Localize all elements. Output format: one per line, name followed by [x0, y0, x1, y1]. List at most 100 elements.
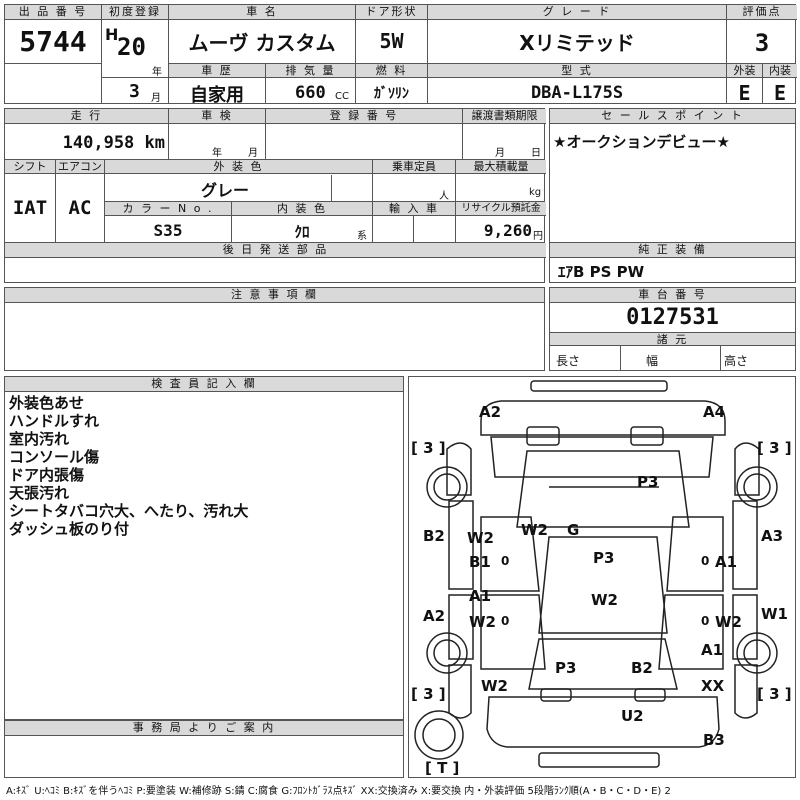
grade-label: グ レ ー ド: [428, 5, 726, 20]
damage-mark: A1: [701, 641, 723, 659]
damage-mark: A2: [479, 403, 501, 421]
damage-mark: W1: [761, 605, 788, 623]
damage-mark: A4: [703, 403, 725, 421]
int-color: ｸﾛ: [294, 223, 310, 241]
damage-mark: P3: [593, 549, 614, 567]
fuel-label: 燃 料: [356, 64, 427, 78]
damage-mark: 0: [701, 614, 709, 628]
int-color-unit: 系: [357, 231, 367, 242]
year-unit: 年: [152, 67, 162, 78]
width-label: 幅: [646, 354, 659, 368]
damage-mark: G: [567, 521, 579, 539]
month-unit: 月: [151, 93, 161, 104]
mileage: 140,958 km: [62, 133, 165, 153]
tire-front-left: [ 3 ]: [411, 439, 446, 457]
lot-number: 5744: [19, 25, 87, 58]
damage-mark: U2: [621, 707, 644, 725]
first-reg-year: 20: [117, 33, 146, 61]
grade: Xリミテッド: [519, 31, 635, 55]
recycle-label: リサイクル預託金: [456, 202, 546, 216]
damage-mark: A1: [715, 553, 737, 571]
damage-mark: W2: [467, 529, 494, 547]
model: DBA-L175S: [530, 83, 624, 103]
air-conditioner: AC: [68, 197, 92, 219]
door-type: 5W: [379, 29, 404, 53]
history: 自家用: [190, 85, 244, 106]
car-name-label: 車 名: [169, 5, 355, 20]
damage-mark: XX: [701, 677, 725, 695]
equipment: ｴｱB PS PW: [558, 263, 645, 281]
transfer-month-unit: 月: [495, 148, 505, 159]
damage-mark: W2: [715, 613, 742, 631]
recycle-deposit: 9,260: [483, 221, 532, 240]
header-box: 出 品 番 号 5744 初度登録 H 20 年 3 月 車 名 ムーヴ カスタ…: [4, 4, 797, 106]
legend: A:ｷｽﾞ U:ﾍｺﾐ B:ｷｽﾞを伴うﾍｺﾐ P:要塗装 W:補修跡 S:錆 …: [6, 786, 671, 797]
sales-point-label: セ ー ル ス ポ イ ン ト: [550, 109, 795, 124]
car-diagram: [ 3 ] [ 3 ] [ 3 ] [ 3 ] [ T ] A2 A4 B2 A…: [411, 380, 792, 777]
notes-label: 注 意 事 項 欄: [5, 288, 544, 303]
displacement-unit: CC: [335, 91, 349, 102]
height-label: 高さ: [724, 354, 749, 368]
equipment-label: 純 正 装 備: [550, 243, 795, 258]
damage-mark: B1: [469, 553, 491, 571]
inspector-note: ハンドルすれ: [9, 412, 100, 430]
ext-label: 外装: [727, 64, 762, 78]
lot-label: 出 品 番 号: [5, 5, 101, 20]
inspector-note: 室内汚れ: [9, 430, 70, 448]
tire-front-right: [ 3 ]: [757, 439, 792, 457]
length-label: 長さ: [556, 354, 581, 368]
first-reg-month: 3: [129, 81, 140, 102]
displacement-label: 排 気 量: [266, 64, 355, 78]
shift-label: シフト: [5, 160, 55, 174]
damage-mark: B2: [423, 527, 445, 545]
inspection-label: 車 検: [169, 109, 265, 124]
chassis-box: 車 台 番 号 0127531 諸 元 長さ 幅 高さ: [549, 287, 796, 371]
ext-grade: E: [738, 81, 751, 105]
ac-label: エアコン: [56, 160, 104, 174]
shift: IAT: [12, 197, 48, 219]
inspection-month-unit: 月: [248, 148, 258, 159]
car-diagram-box: [ 3 ] [ 3 ] [ 3 ] [ 3 ] [ T ] A2 A4 B2 A…: [408, 376, 796, 778]
max-load-unit: kg: [529, 187, 542, 198]
damage-mark: A3: [761, 527, 783, 545]
damage-mark: W2: [469, 613, 496, 631]
details-box: 走 行 140,958 km 車 検 年 月 登 録 番 号 譲渡書類期限 月 …: [4, 108, 546, 283]
inspector-note: ドア内張傷: [9, 466, 85, 484]
office-box: 事 務 局 よ り ご 案 内: [4, 720, 404, 778]
damage-mark: P3: [555, 659, 576, 677]
model-label: 型 式: [428, 64, 726, 78]
recycle-unit: 円: [533, 231, 543, 242]
inspector-note: コンソール傷: [9, 448, 100, 466]
era: H: [105, 25, 119, 44]
damage-mark: W2: [591, 591, 618, 609]
history-label: 車 歴: [169, 64, 265, 78]
inspection-year-unit: 年: [212, 148, 222, 159]
inspector-box: 検 査 員 記 入 欄 外装色あせ ハンドルすれ 室内汚れ コンソール傷 ドア内…: [4, 376, 404, 720]
color-no-label: カ ラ ー N o .: [105, 202, 231, 216]
damage-mark: 0: [501, 554, 509, 568]
damage-mark: W2: [481, 677, 508, 695]
door-label: ドア形状: [356, 5, 427, 20]
damage-mark: 0: [701, 554, 709, 568]
inspector-label: 検 査 員 記 入 欄: [5, 377, 403, 392]
ext-color: グレー: [200, 181, 249, 200]
int-grade: E: [773, 81, 787, 105]
fuel: ｶﾞｿﾘﾝ: [374, 86, 409, 102]
displacement: 660: [295, 83, 326, 103]
capacity-label: 乗車定員: [373, 160, 455, 174]
int-color-label: 内 装 色: [232, 202, 372, 216]
chassis-label: 車 台 番 号: [550, 288, 795, 303]
chassis-number: 0127531: [626, 305, 719, 330]
inspector-note: 外装色あせ: [9, 394, 85, 412]
sales-point-text: ★オークションデビュー★: [553, 133, 730, 151]
max-load-label: 最大積載量: [456, 160, 546, 174]
tire-rear-right: [ 3 ]: [757, 685, 792, 703]
damage-mark: 0: [501, 614, 509, 628]
spec-label: 諸 元: [550, 332, 795, 346]
later-parts-label: 後 日 発 送 部 品: [5, 243, 546, 258]
import-label: 輸 入 車: [373, 202, 455, 216]
damage-mark: A2: [423, 607, 445, 625]
inspector-notes: 外装色あせ ハンドルすれ 室内汚れ コンソール傷 ドア内張傷 天張汚れ シートタ…: [9, 394, 248, 538]
tire-rear-left: [ 3 ]: [411, 685, 446, 703]
damage-mark: B3: [703, 731, 725, 749]
